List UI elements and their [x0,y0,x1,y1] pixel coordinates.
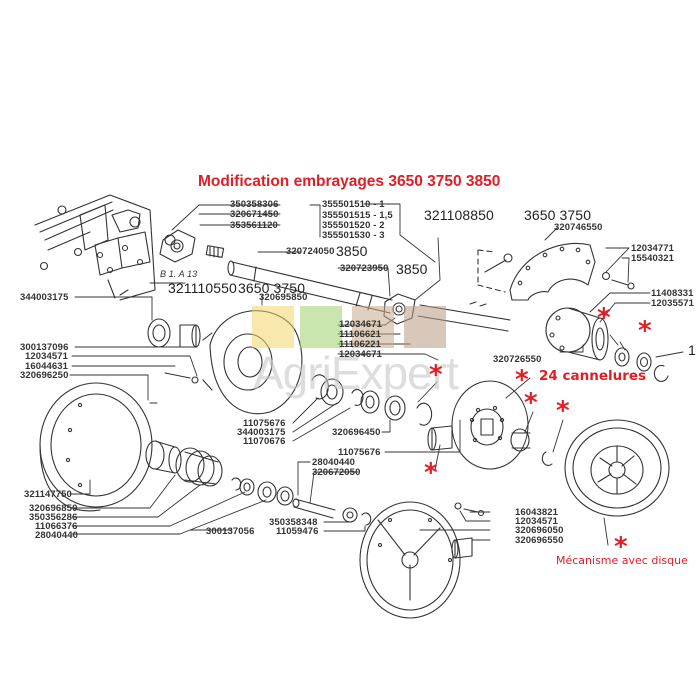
part-label: 355501520 - 2 [322,220,385,231]
part-label-large: 321110550 [168,280,237,296]
part-small-bearings-right [614,347,669,382]
part-label: 320696850 [29,503,78,514]
part-flange-small [159,229,196,263]
asterisk-marker: * [597,303,611,333]
model-label: 3850 [396,261,428,277]
part-label: 300137096 [20,342,69,353]
part-bearing-left [147,318,201,348]
asterisk-marker: * [638,316,652,346]
asterisk-marker: * [424,458,438,488]
part-bolt-right [601,271,635,290]
part-label: 344003175 [20,292,69,303]
reference-label: B 1. A 13 [160,269,198,279]
engine-block-sketch [34,194,156,301]
part-label: 16043821 [515,507,559,518]
part-label: 350358306 [230,199,279,210]
part-label: 11106621 [339,329,382,340]
part-label: 320726550 [493,354,542,365]
part-label: 11059476 [276,526,319,537]
part-splined-hub [145,440,223,487]
part-label: 11075676 [338,447,381,458]
part-label-cut: 1 [688,342,696,358]
part-label-large: 321108850 [424,207,494,223]
part-label: 28040440 [35,530,79,541]
part-label: 344003175 [237,427,286,438]
part-label: 353561120 [230,220,278,231]
asterisk-marker: * [429,360,443,390]
part-label: 12034571 [25,351,69,362]
part-rings-bottom [231,477,294,506]
watermark-tile-4 [404,306,446,348]
asterisk-marker: * [515,365,529,395]
model-label: 3650 3750 [238,280,306,296]
part-label: 11106221 [339,339,382,350]
part-label: 350356286 [29,512,78,523]
part-label: 320746550 [554,222,603,233]
part-bearing-set-middle [311,374,433,426]
part-label: 320696050 [515,525,564,536]
part-label: 320724050 [286,246,335,257]
cannelures-note: 24 cannelures [539,368,647,384]
part-clutch-housing [202,310,303,415]
part-label: 11070676 [243,436,286,447]
part-label: 320696250 [20,370,69,381]
leader-lines [69,203,684,546]
part-pressure-plate [564,419,670,517]
part-label: 15540321 [631,253,675,264]
part-label: 355501530 - 3 [322,230,385,241]
watermark-tile-1 [252,306,294,348]
part-label: 355501510 - 1 [322,199,385,210]
part-label: 11075676 [243,418,286,429]
part-spring [205,245,225,258]
part-brake-drum [39,382,153,512]
part-label: 355501515 - 1,5 [322,210,393,221]
part-label: 12035571 [651,298,695,309]
watermark-tile-3 [352,306,394,348]
watermark-tile-2 [300,306,342,348]
part-label: 12034671 [339,319,383,330]
diagram-title: Modification embrayages 3650 3750 3850 [198,173,501,190]
part-label: 12034671 [339,349,383,360]
part-label: 28040440 [312,457,356,468]
watermark-text: AgriExpert [253,347,459,399]
part-bolt-bottom [451,502,485,559]
part-flywheel-spider [359,501,461,619]
asterisk-marker: * [614,532,628,562]
mecanisme-note: Mécanisme avec disque [556,554,688,567]
part-label: 16044631 [25,361,69,372]
part-label: 320672050 [312,467,361,478]
part-label: 320695850 [259,292,308,303]
part-label: 320723950 [340,263,389,274]
part-label: 11066376 [35,521,78,532]
part-label: 11408331 [651,288,694,299]
part-label: 320696550 [515,535,564,546]
model-label: 3650 3750 [524,207,592,223]
part-release-bearing-hub [545,307,609,361]
part-needle-bearing [510,428,553,466]
part-cover-plate [477,242,596,301]
part-label: 12034771 [631,243,675,254]
model-label: 3850 [336,243,368,259]
part-label: 350358348 [269,517,318,528]
part-label: 321147750 [24,489,72,500]
part-label: 320696450 [332,427,381,438]
asterisk-marker: * [556,396,570,426]
part-label: 320671450 [230,209,279,220]
asterisk-marker: * [524,388,538,418]
part-label: 12034571 [515,516,559,527]
part-bolt-left [149,372,199,404]
part-label: 300137056 [206,526,255,537]
